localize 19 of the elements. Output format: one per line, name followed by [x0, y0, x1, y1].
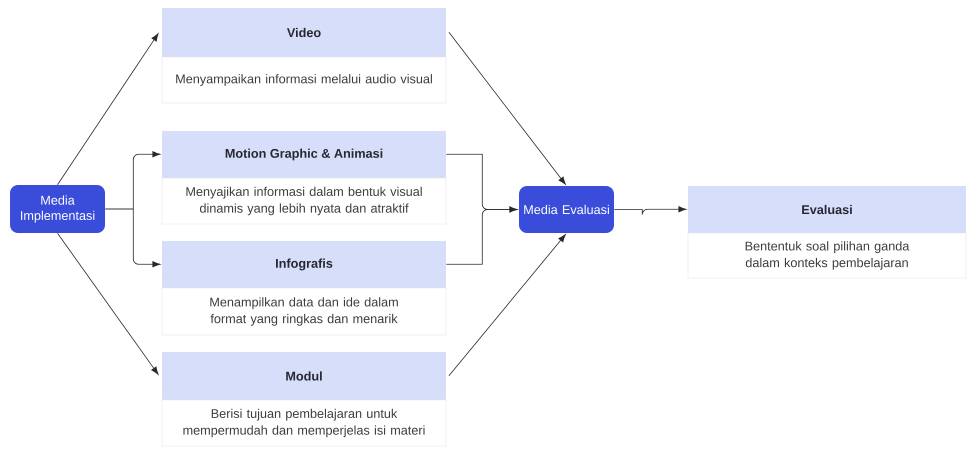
card: Modul Berisi tujuan pembelajaran untuk mempermudah dan memperjelas isi materi	[162, 352, 446, 446]
arrow	[104, 208, 160, 268]
process-box: Media Evaluasi	[519, 186, 614, 233]
arrow	[448, 32, 566, 185]
node-label: Menampilkan data dan ide dalam format yang ringkas dan menarik	[210, 297, 398, 326]
node-label: Bententuk soal pilihan ganda dalam konteks pembelajaran	[746, 241, 910, 270]
node-label: Menyampaikan informasi melalui audio visual	[176, 74, 432, 86]
card: Motion Graphic & Animasi Menyajikan informasi dalam bentuk visual dinamis yang lebih nyata dan atraktif	[162, 131, 446, 224]
card: Video Menyampaikan informasi melalui audio visual	[162, 8, 446, 104]
process-box: Media Implementasi	[10, 185, 106, 233]
arrow	[446, 206, 518, 265]
card: Evaluasi Bententuk soal pilihan ganda dalam konteks pembelajaran	[688, 186, 966, 278]
arrow	[448, 234, 566, 376]
arrow	[57, 33, 159, 186]
arrow	[57, 232, 158, 375]
node-label: Menyajikan informasi dalam bentuk visual dinamis yang lebih nyata dan atraktif	[186, 186, 422, 216]
node-label: Berisi tujuan pembelajaran untuk mempermudah dan memperjelas isi materi	[183, 408, 425, 438]
arrow	[614, 206, 686, 215]
card: Infografis Menampilkan data dan ide dalam format yang ringkas dan menarik	[162, 241, 446, 336]
